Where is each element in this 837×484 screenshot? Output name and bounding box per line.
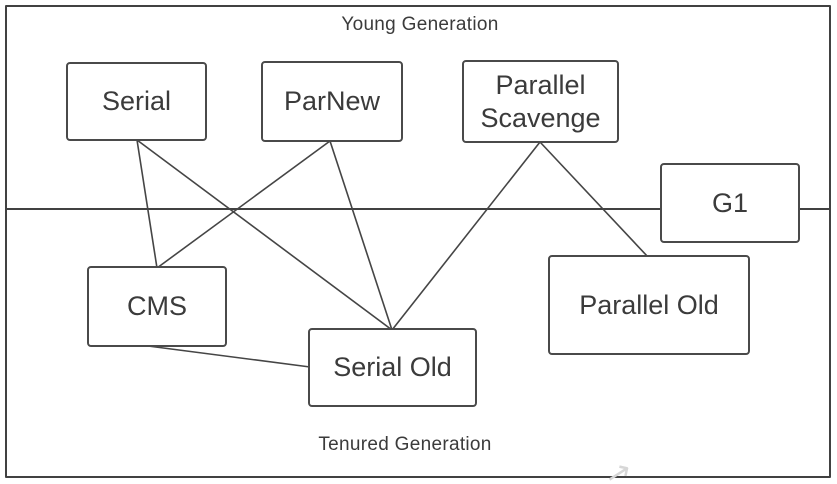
node-serial-label: Serial xyxy=(101,86,172,117)
young-generation-label: Young Generation xyxy=(341,14,499,35)
node-g1-label: G1 xyxy=(711,187,749,218)
node-parallel-old: Parallel Old xyxy=(548,255,750,355)
node-serial-old: Serial Old xyxy=(308,328,477,407)
node-cms: CMS xyxy=(87,266,227,347)
tenured-generation-label: Tenured Generation xyxy=(318,434,492,455)
node-serial: Serial xyxy=(66,62,207,141)
node-g1: G1 xyxy=(660,163,800,243)
node-parallel-scavenge-label: Parallel Scavenge xyxy=(480,69,601,133)
node-parnew-label: ParNew xyxy=(283,86,381,117)
diagram-outer-border xyxy=(5,5,831,478)
node-parallel-old-label: Parallel Old xyxy=(579,289,719,320)
node-serial-old-label: Serial Old xyxy=(333,352,452,383)
node-parallel-scavenge: Parallel Scavenge xyxy=(462,60,619,143)
node-parnew: ParNew xyxy=(261,61,403,142)
node-cms-label: CMS xyxy=(127,291,187,322)
